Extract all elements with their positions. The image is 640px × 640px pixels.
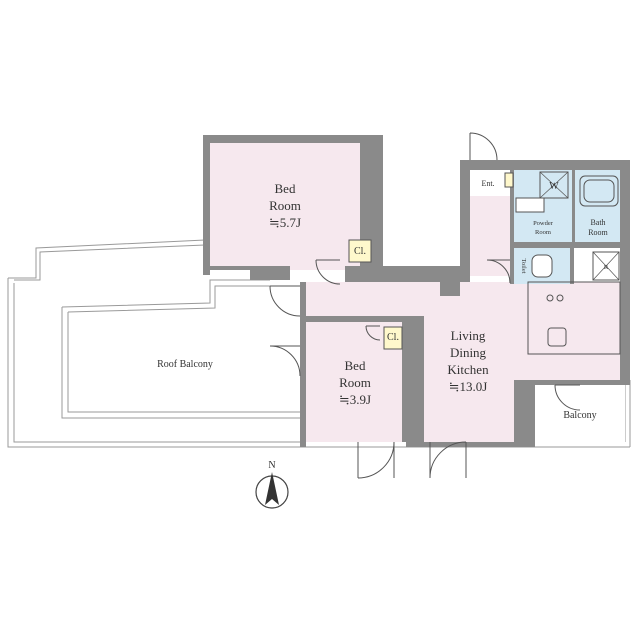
sink-counter (515, 197, 545, 213)
stove-burner-2 (556, 294, 564, 302)
bedroom-1-label-line2: Room (269, 198, 301, 213)
roof-door-1 (269, 285, 301, 317)
room-floors (210, 143, 625, 443)
closet-2-door (365, 325, 381, 341)
fixtures (348, 171, 621, 355)
entrance-door (469, 132, 498, 161)
washer-label: W (549, 181, 559, 192)
bath-room-label-line2: Room (588, 228, 608, 237)
bedroom-2-door (357, 441, 395, 479)
compass-arrow-icon (265, 472, 279, 505)
ldk-label-line3: Kitchen (447, 362, 489, 377)
closet-1-label: Cl. (354, 246, 366, 257)
ldk-floor-right (440, 282, 621, 382)
bedroom-2-label-line1: Bed (345, 358, 366, 373)
fridge-label: R (604, 264, 609, 271)
walls (203, 135, 630, 447)
hall-floor (470, 196, 514, 276)
bath-room-label-line1: Bath (590, 218, 605, 227)
toilet-door (486, 259, 511, 284)
shoe-cabinet (504, 172, 514, 188)
washer-box (539, 171, 569, 199)
balcony-door (554, 384, 581, 411)
ldk-label-line2: Dining (450, 345, 487, 360)
roof-door-2 (269, 345, 301, 377)
closet-1-marker (348, 239, 372, 263)
balcony-label: Balcony (563, 410, 596, 421)
compass-north-label: N (268, 460, 275, 471)
powder-room-label-line2: Room (535, 229, 551, 236)
roof-balcony-label: Roof Balcony (157, 359, 213, 370)
ldk-label-line1: Living (451, 328, 486, 343)
ldk-size: ≒13.0J (449, 379, 488, 394)
entrance-label: Ent. (481, 179, 494, 188)
bedroom-2-size: ≒3.9J (339, 392, 371, 407)
bedroom-1-floor (210, 143, 360, 270)
ldk-floor-lower (424, 380, 514, 442)
powder-room-label-line1: Powder (533, 220, 554, 227)
bedroom-1-label-line1: Bed (275, 181, 296, 196)
kitchen-sink (547, 327, 567, 347)
bathtub (579, 175, 619, 207)
closet-2-marker (383, 326, 403, 350)
stove-burner-1 (546, 294, 554, 302)
labels: Bed Room ≒5.7J Cl. Cl. Bed Room ≒3.9J Li… (157, 179, 609, 421)
bedroom-1-door (315, 259, 341, 285)
doors (269, 132, 581, 479)
toilet-label: Toilet (520, 258, 527, 273)
balcony-floor (535, 385, 625, 443)
ldk-door (429, 441, 467, 479)
toilet-fixture (531, 254, 553, 278)
bedroom-1-size: ≒5.7J (269, 215, 301, 230)
closet-2-label: Cl. (387, 332, 399, 343)
north-compass: N (255, 460, 289, 509)
bedroom-2-label-line2: Room (339, 375, 371, 390)
